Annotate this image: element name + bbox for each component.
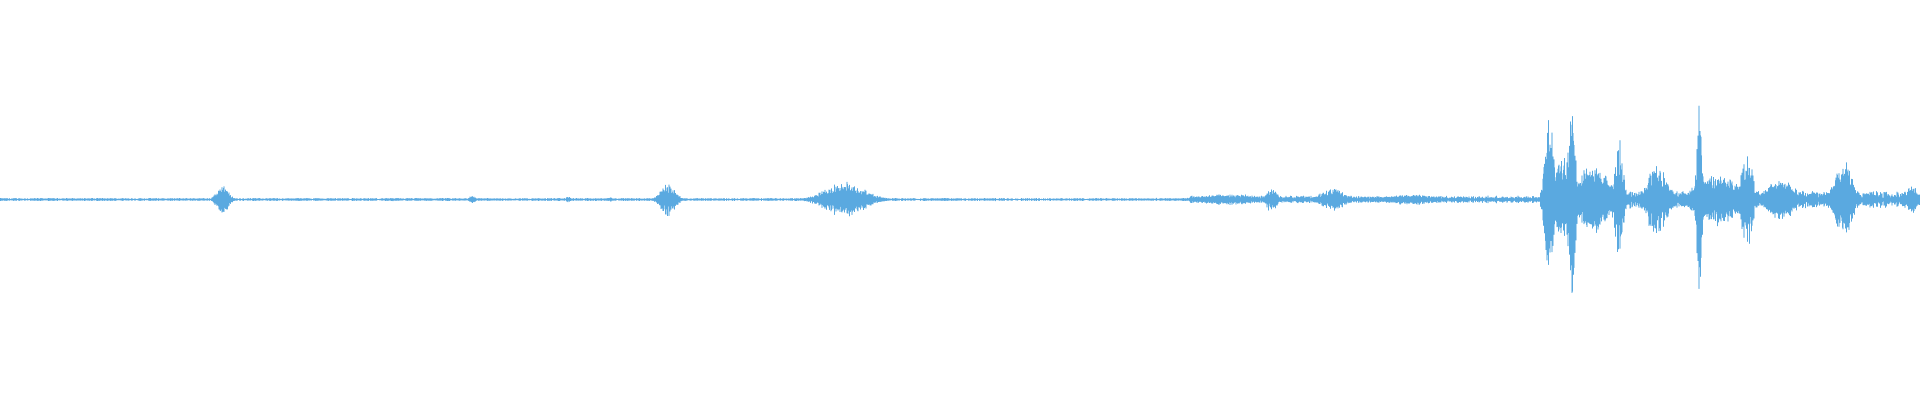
waveform-trace (0, 105, 1920, 293)
